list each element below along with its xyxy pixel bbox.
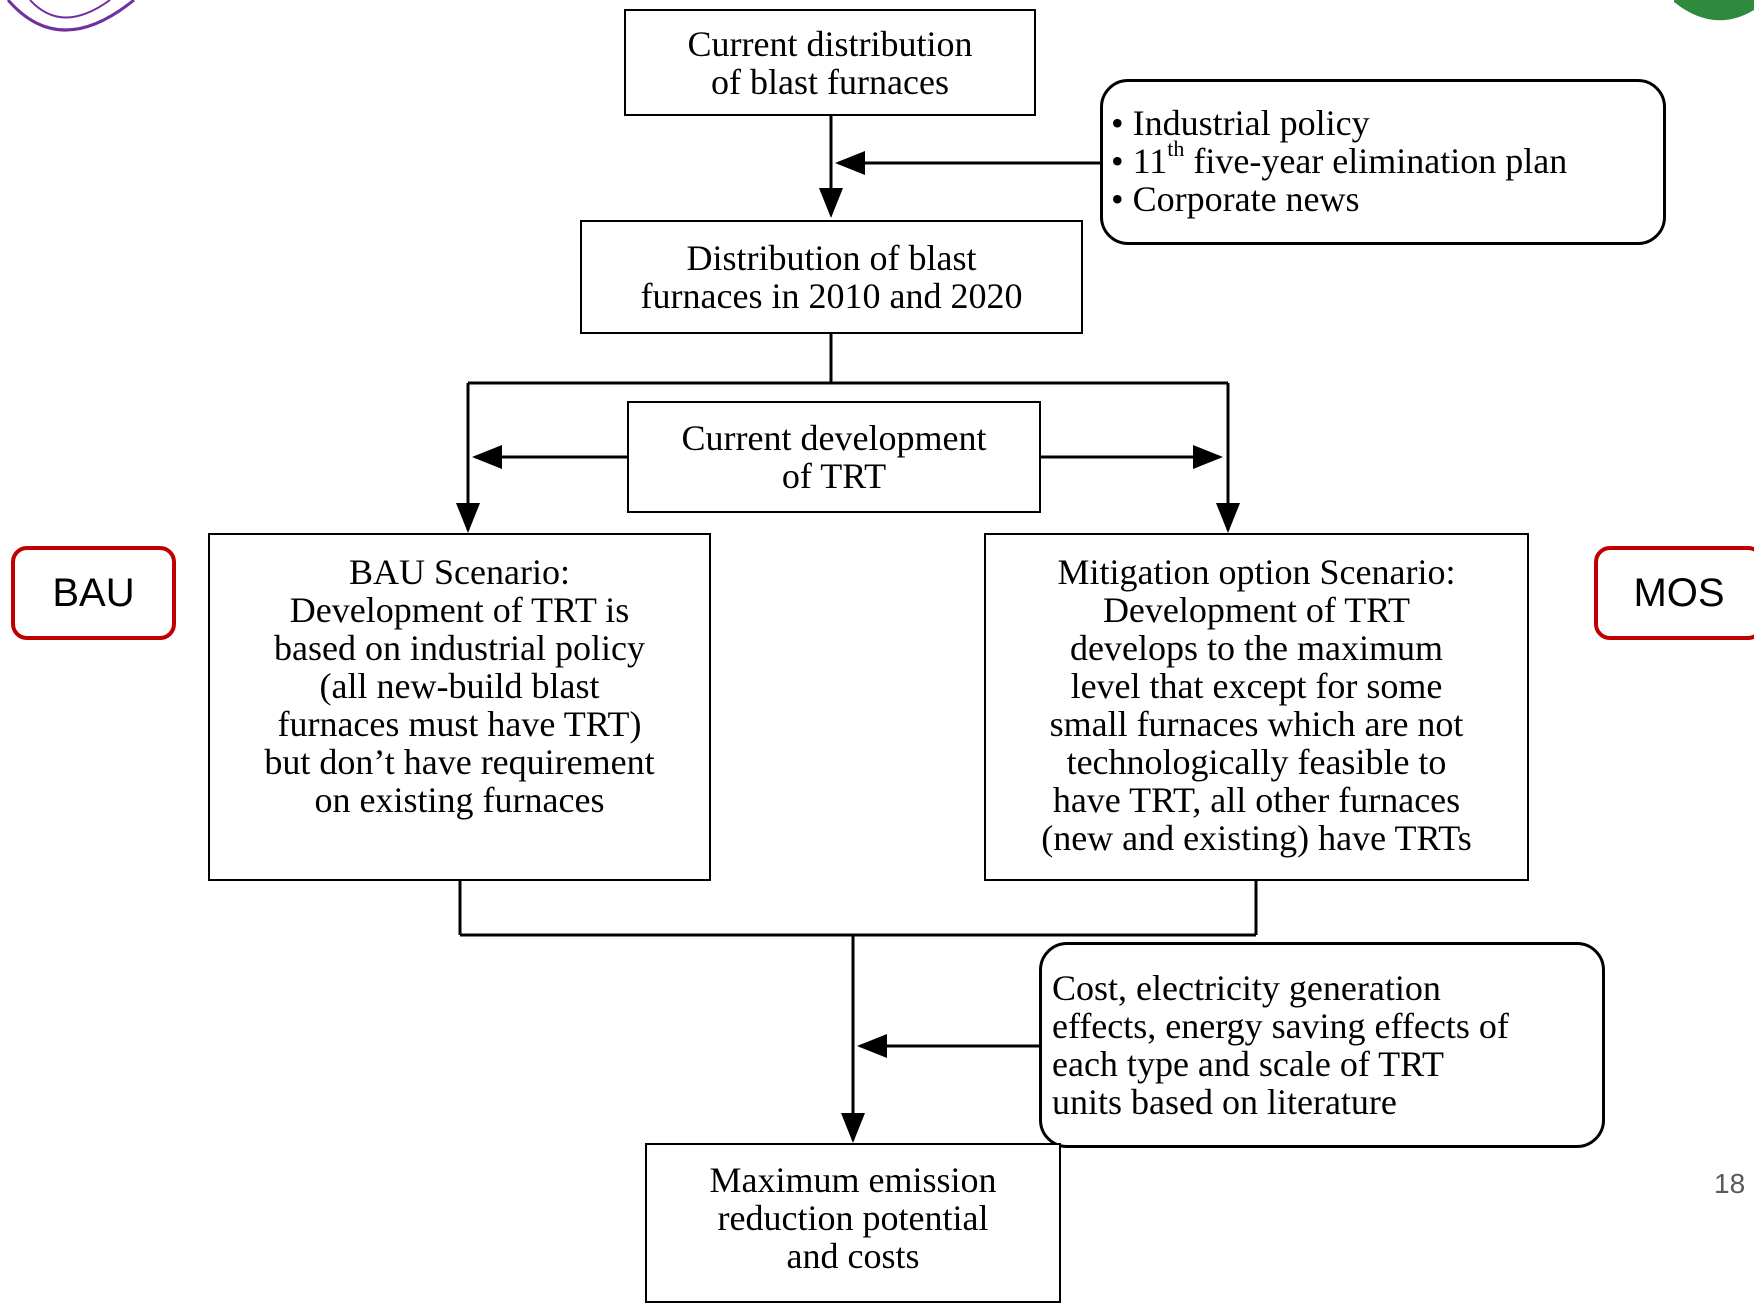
- institution-logo-left: [6, 0, 135, 32]
- box-line: Distribution of blast: [686, 238, 977, 278]
- policy-inputs-box: • Industrial policy • 11th five-year eli…: [1100, 79, 1666, 245]
- policy-item: • Industrial policy: [1111, 103, 1370, 143]
- box-line: Cost, electricity generation: [1052, 968, 1441, 1008]
- box-line: but don’t have requirement: [264, 742, 655, 782]
- box-line: units based on literature: [1052, 1082, 1397, 1122]
- policy-item-text: five-year elimination plan: [1184, 141, 1568, 181]
- box-line: of TRT: [781, 456, 887, 496]
- box-line: effects, energy saving effects of: [1052, 1006, 1509, 1046]
- box-line: Maximum emission: [709, 1160, 997, 1200]
- institution-logo-right: [1674, 0, 1754, 21]
- box-line: small furnaces which are not: [1049, 704, 1464, 744]
- policy-item-prefix: 11: [1132, 141, 1168, 181]
- box-line: furnaces in 2010 and 2020: [640, 276, 1023, 316]
- policy-item: • Corporate news: [1111, 179, 1360, 219]
- box-line: of blast furnaces: [711, 61, 949, 102]
- box-line: (new and existing) have TRTs: [1041, 818, 1472, 858]
- box-line: on existing furnaces: [314, 780, 605, 820]
- box-line: develops to the maximum: [1070, 628, 1443, 668]
- bau-tag: BAU: [11, 546, 176, 640]
- policy-item-superscript: th: [1167, 136, 1185, 161]
- cost-inputs-box: Cost, electricity generation effects, en…: [1039, 942, 1605, 1148]
- result-box: Maximum emission reduction potential and…: [645, 1143, 1061, 1303]
- mos-tag-label: MOS: [1633, 570, 1725, 615]
- box-line: furnaces must have TRT): [277, 704, 642, 744]
- slide-number: 18: [1714, 1168, 1746, 1199]
- policy-item: • 11th five-year elimination plan: [1111, 136, 1568, 181]
- box-line: Development of TRT: [1102, 590, 1411, 630]
- box-line: Current distribution: [687, 23, 973, 64]
- current-trt-box: Current development of TRT: [627, 401, 1041, 513]
- box-line: Current development: [681, 418, 987, 458]
- box-line: technologically feasible to: [1066, 742, 1447, 782]
- box-line: Mitigation option Scenario:: [1057, 552, 1456, 592]
- box-line: Development of TRT is: [289, 590, 630, 630]
- policy-item-text: Corporate news: [1132, 179, 1360, 219]
- box-line: each type and scale of TRT: [1052, 1044, 1445, 1084]
- box-line: (all new-build blast: [319, 666, 600, 706]
- box-line: BAU Scenario:: [349, 552, 570, 592]
- current-distribution-box: Current distribution of blast furnaces: [624, 9, 1036, 116]
- box-line: based on industrial policy: [274, 628, 645, 668]
- distribution-2010-2020-box: Distribution of blast furnaces in 2010 a…: [580, 220, 1083, 334]
- box-line: and costs: [786, 1236, 920, 1276]
- box-line: reduction potential: [717, 1198, 989, 1238]
- bau-tag-label: BAU: [52, 570, 135, 615]
- policy-item-text: Industrial policy: [1132, 103, 1370, 143]
- mos-scenario-box: Mitigation option Scenario: Development …: [984, 533, 1529, 881]
- box-line: level that except for some: [1070, 666, 1443, 706]
- mos-tag: MOS: [1594, 546, 1754, 640]
- bau-scenario-box: BAU Scenario: Development of TRT is base…: [208, 533, 711, 881]
- box-line: have TRT, all other furnaces: [1052, 780, 1461, 820]
